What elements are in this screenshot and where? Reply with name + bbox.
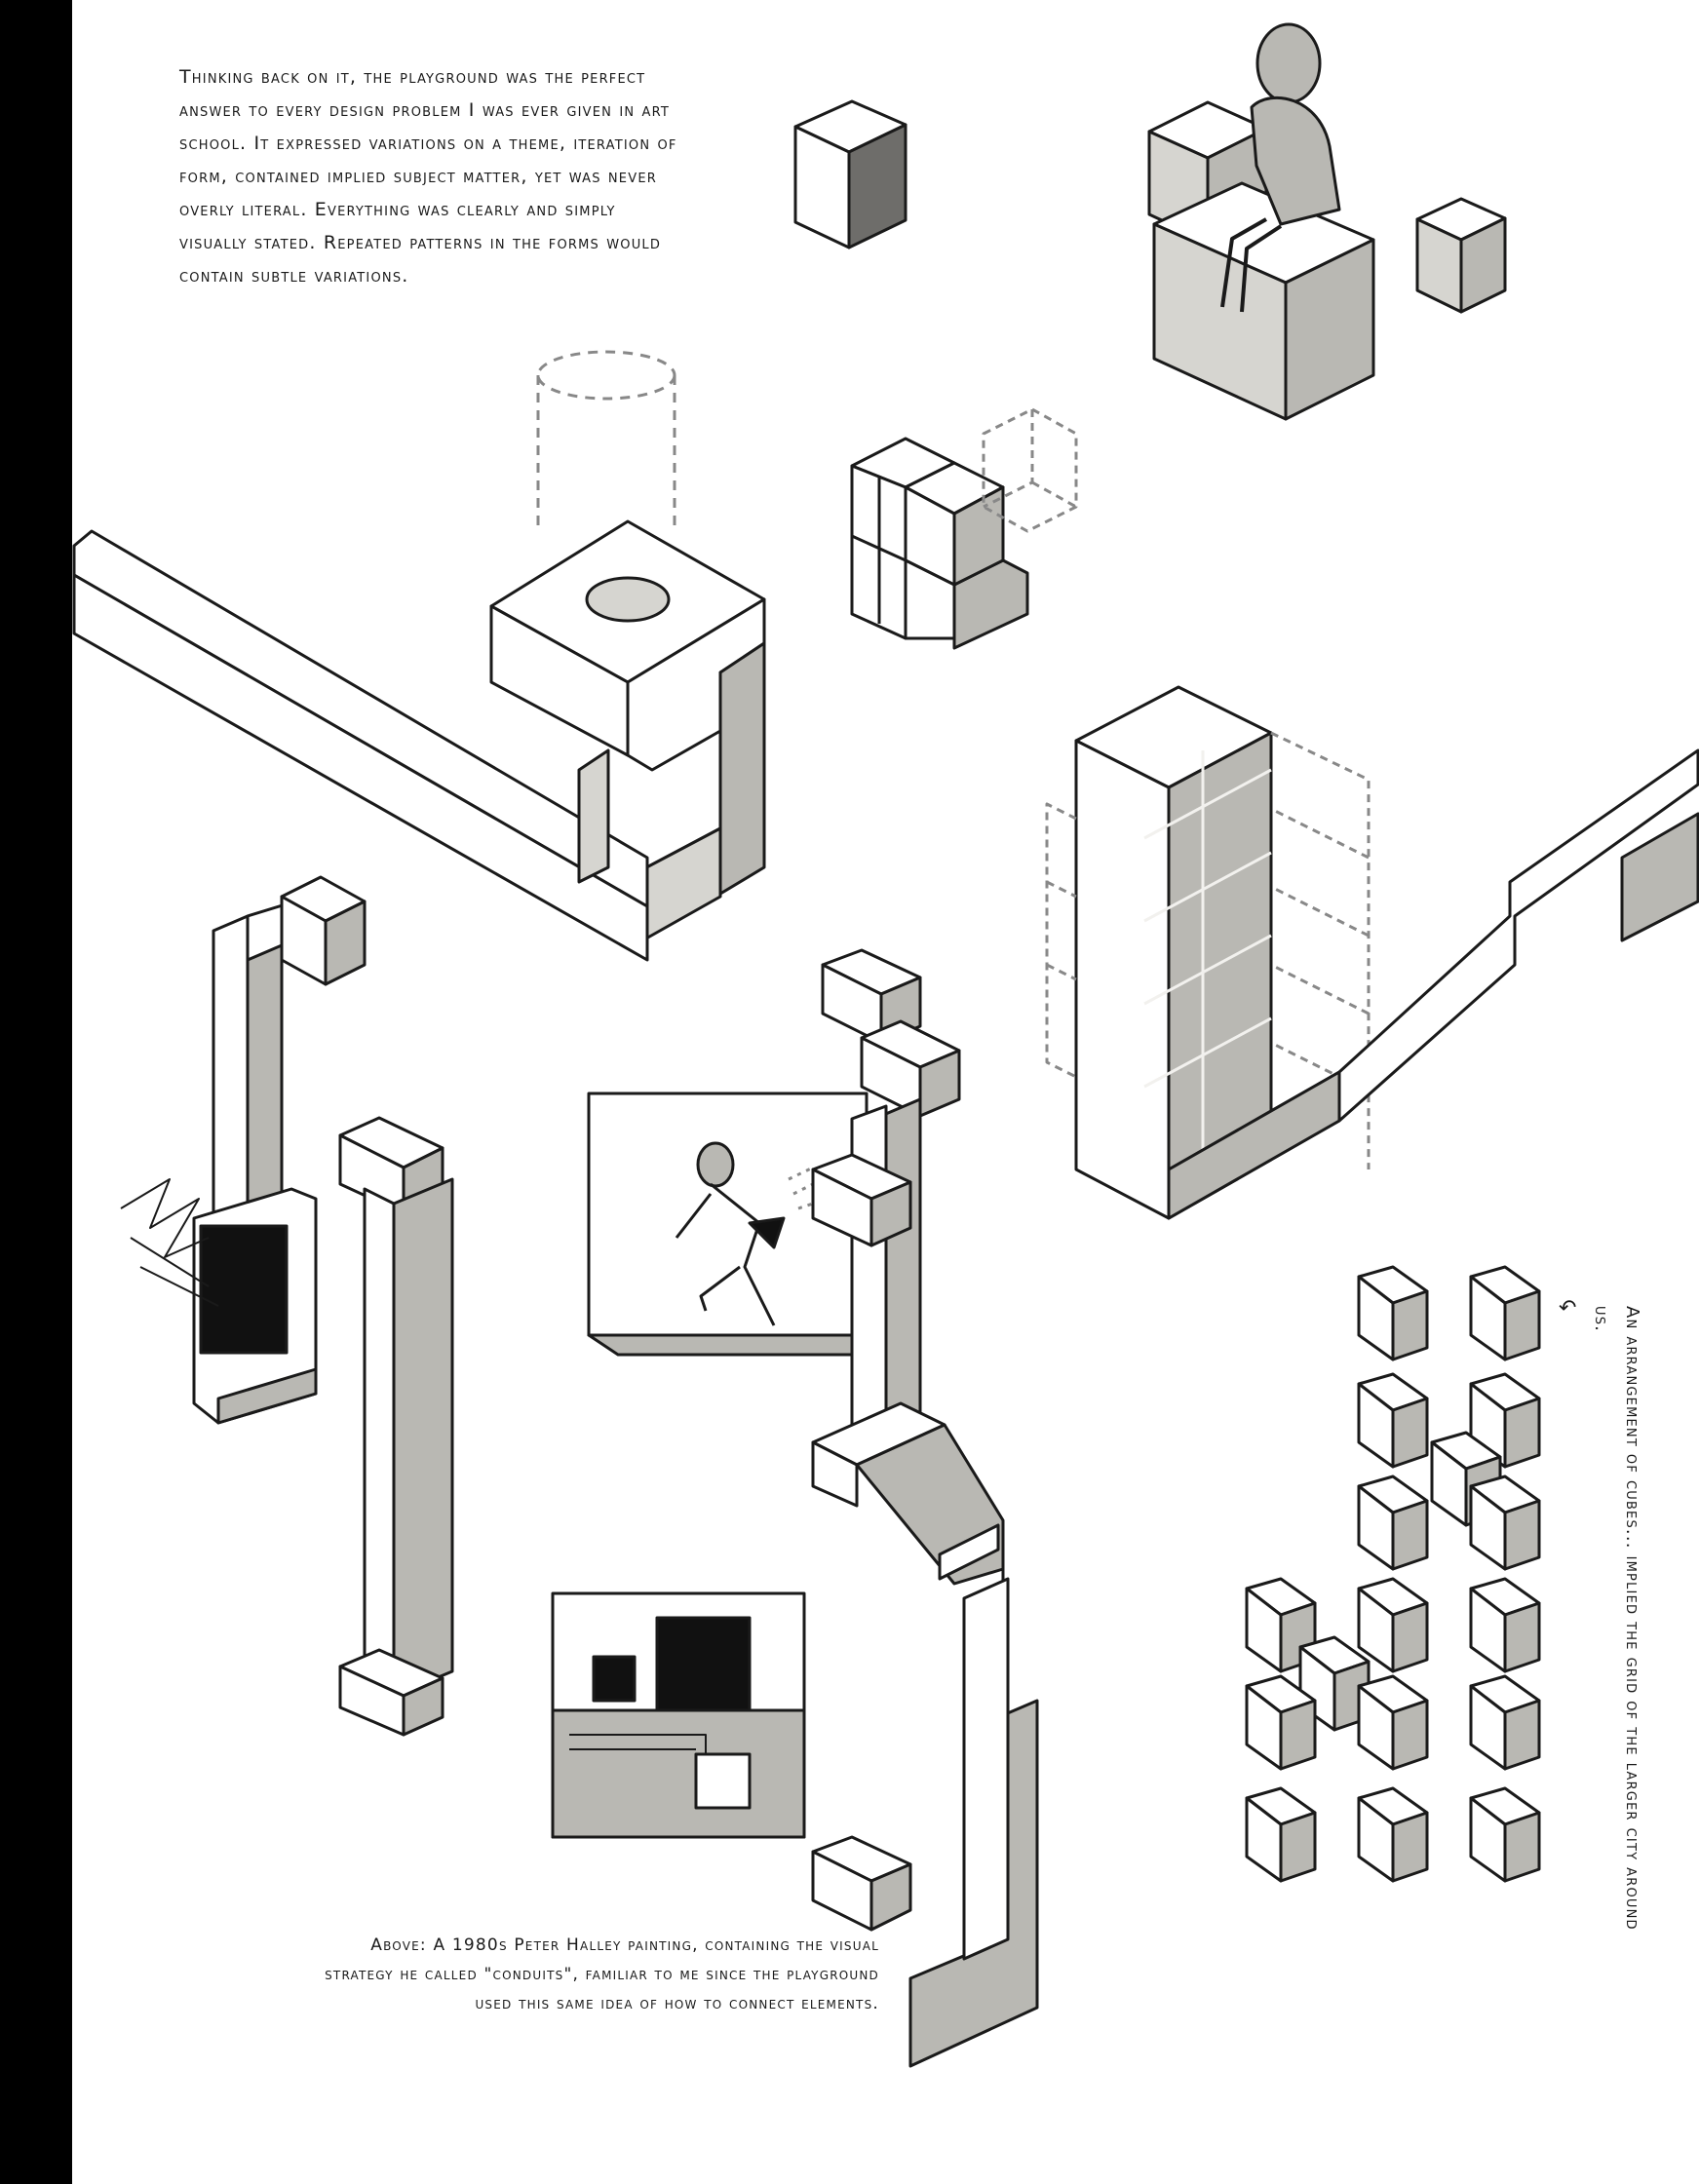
halley-caption: Above: A 1980s Peter Halley painting, co… — [325, 1935, 879, 2013]
tall-column-wall — [1045, 685, 1699, 1220]
single-cube-top — [793, 99, 907, 249]
cube-cluster — [850, 407, 1078, 650]
playground-illustration — [72, 22, 1699, 2068]
intro-text: Thinking back on it, the playground was … — [179, 66, 677, 287]
right-conduit — [811, 948, 1039, 2068]
middle-conduit — [338, 1116, 454, 1737]
cubes-caption-container: An arrangement of cubes... implied the g… — [1591, 1306, 1661, 1949]
cube-grid — [1245, 1265, 1541, 1883]
halley-painting — [551, 1591, 806, 1839]
arrow-icon: ↶ — [1559, 1296, 1577, 1321]
comic-page: Thinking back on it, the playground was … — [72, 0, 1699, 2184]
cylinder-block — [72, 350, 766, 962]
left-black-border — [0, 0, 72, 2184]
cubes-caption: An arrangement of cubes... implied the g… — [1591, 1306, 1642, 1931]
child-on-block — [1147, 22, 1507, 421]
left-conduit — [120, 875, 367, 1425]
